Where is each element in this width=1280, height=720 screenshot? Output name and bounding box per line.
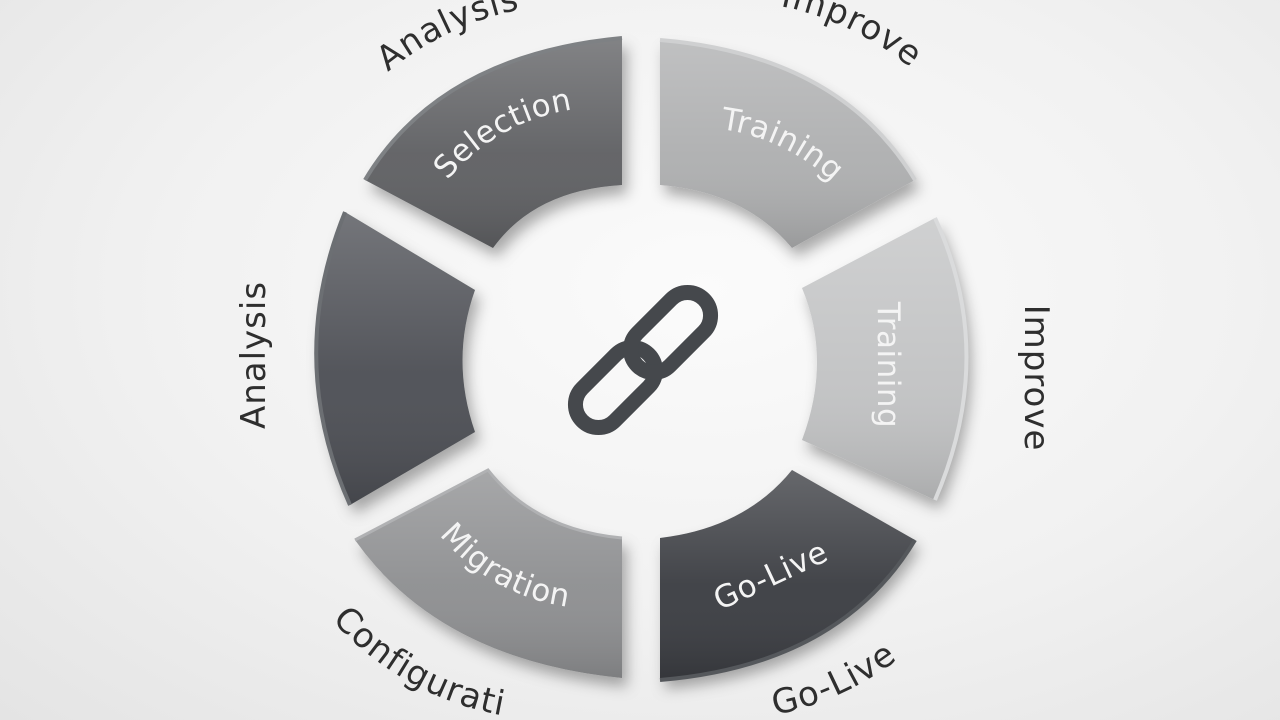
segment-selection: Selection <box>363 36 623 248</box>
segment-analysis <box>314 211 475 506</box>
chain-link-icon <box>567 284 719 436</box>
segment-training-top: Training <box>659 38 917 248</box>
segment-go-live: Go-Live <box>659 470 917 682</box>
outer-label-improve-right: Improve <box>1016 305 1056 452</box>
outer-label-improve-top: Improve <box>778 0 930 75</box>
outer-label-analysis-left: Analysis <box>234 281 274 429</box>
segment-migration: Migration <box>354 468 623 678</box>
segment-training-right: Training <box>802 217 969 501</box>
segment-label-training-right: Training <box>870 301 906 428</box>
